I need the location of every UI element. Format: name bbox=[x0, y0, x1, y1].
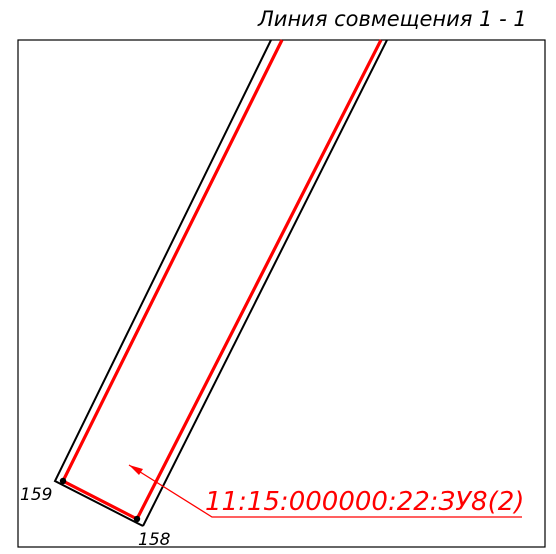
parcel-label-leader bbox=[128, 464, 522, 518]
point-label-159: 159 bbox=[20, 485, 52, 505]
drawing-title: Линия совмещения 1 - 1 bbox=[257, 7, 527, 31]
boundary-point-159 bbox=[59, 477, 67, 485]
existing-boundary-right bbox=[142, 39, 388, 527]
leader-arrow-icon bbox=[129, 465, 143, 475]
drawing-frame bbox=[17, 39, 546, 548]
parcel-label: 11:15:000000:22:ЗУ8(2) bbox=[205, 487, 524, 517]
point-label-158: 158 bbox=[138, 530, 171, 550]
boundary-point-158 bbox=[133, 515, 141, 523]
new-boundary-outline bbox=[60, 39, 383, 522]
existing-boundary-left bbox=[53, 39, 272, 527]
